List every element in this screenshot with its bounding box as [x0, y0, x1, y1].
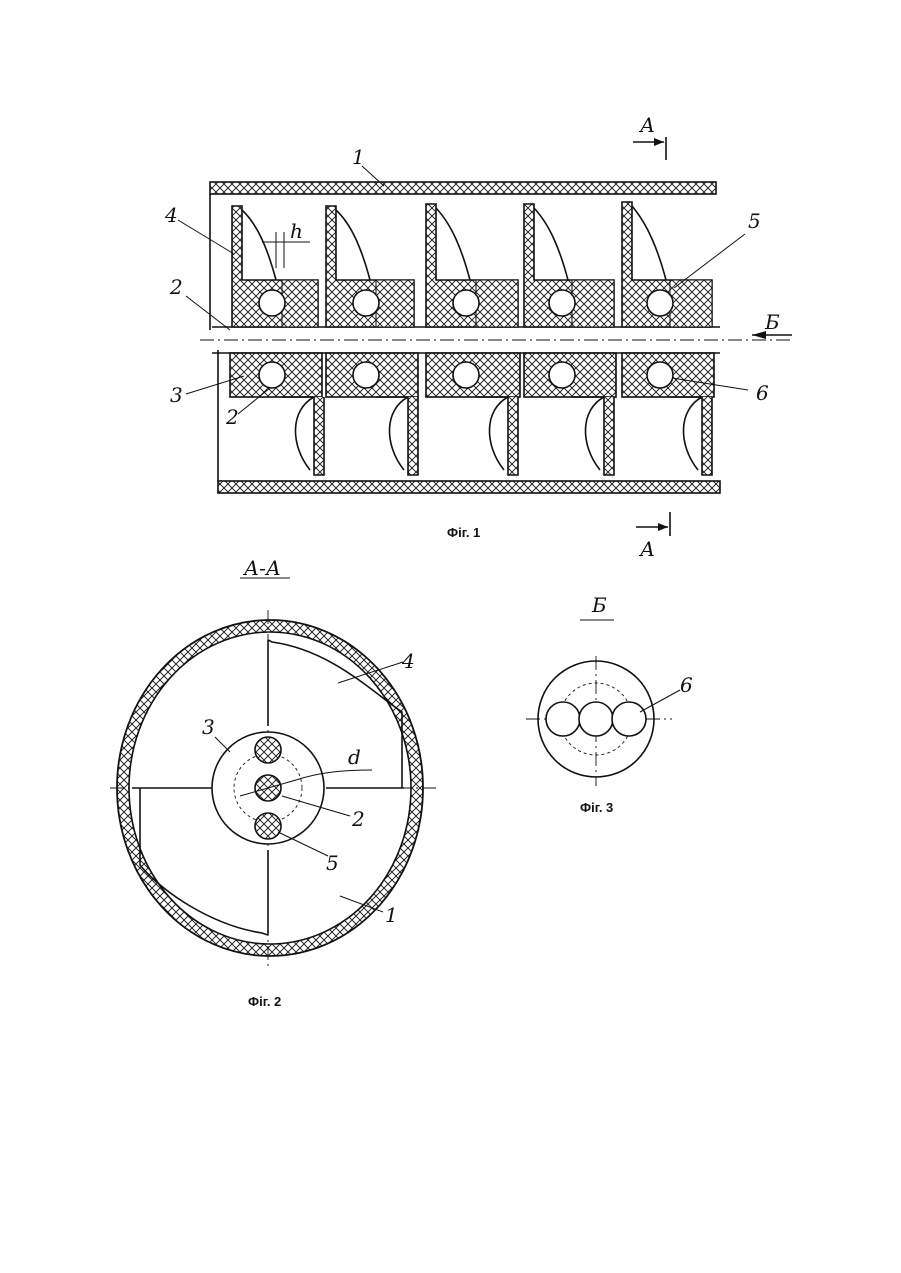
blade-unit	[426, 204, 520, 475]
callout-5: 5	[326, 851, 339, 875]
callout-6: 6	[756, 381, 769, 405]
view-title-a-a: А-А	[242, 556, 281, 580]
callout-2: 2	[351, 807, 365, 831]
figure-3-caption: Фіг. 3	[580, 800, 613, 815]
callout-6: 6	[680, 673, 693, 697]
housing-wall-top	[210, 182, 716, 194]
section-mark-bottom: А	[636, 512, 670, 561]
arrow-mark-label: Б	[764, 310, 780, 334]
housing-wall-bottom	[218, 481, 720, 493]
blade-unit	[622, 202, 714, 475]
callout-4: 4	[164, 203, 178, 227]
callout-4: 4	[401, 649, 415, 673]
shaft	[200, 327, 790, 353]
callout-1: 1	[385, 903, 398, 927]
figure-1-caption: Фіг. 1	[447, 525, 480, 540]
callout-3: 3	[170, 383, 183, 407]
figure-2: А-А d	[110, 556, 438, 1009]
figure-1: h А А Б 1 2 3 4 5	[164, 113, 792, 561]
callout-5: 5	[748, 209, 761, 233]
rod-holes	[546, 702, 646, 736]
callout-3: 3	[202, 715, 215, 739]
callout-1: 1	[352, 145, 365, 169]
blade-unit	[524, 204, 616, 475]
view-title-b: Б	[591, 593, 607, 617]
section-mark-label: А	[638, 537, 655, 561]
section-mark-top: А	[633, 113, 666, 160]
blade-unit	[230, 206, 324, 475]
callout-2: 2	[169, 275, 183, 299]
gap-mark: h	[290, 219, 303, 243]
diameter-mark: d	[348, 745, 361, 769]
blade-unit	[326, 206, 418, 475]
figure-2-caption: Фіг. 2	[248, 994, 281, 1009]
callout-2-lower: 2	[225, 405, 239, 429]
section-mark-label: А	[638, 113, 655, 137]
gap-dimension: h	[262, 219, 310, 268]
figure-3: Б 6 Фіг. 3	[526, 593, 693, 815]
